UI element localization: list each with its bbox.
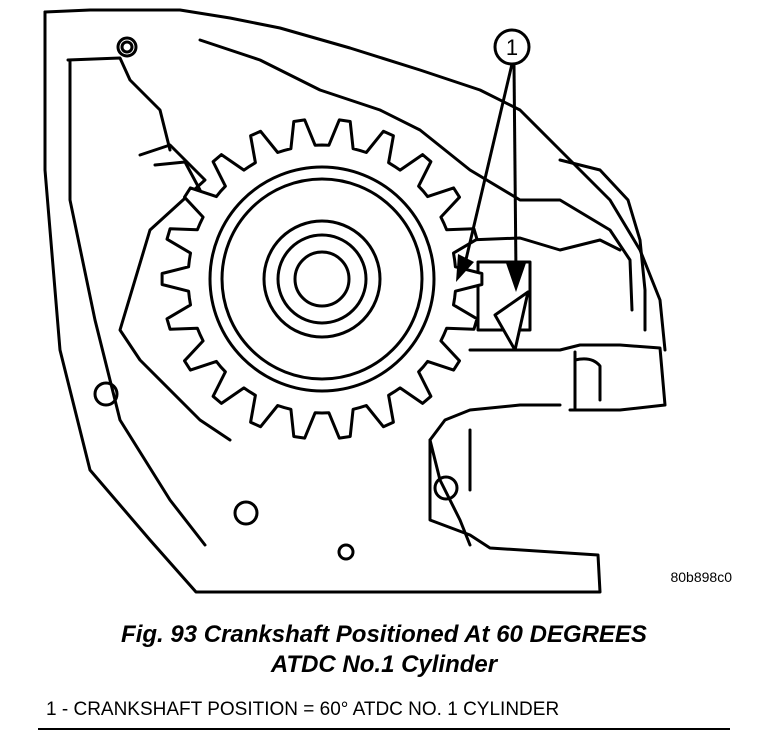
bolt-hole-top [116, 36, 138, 58]
legend-text: CRANKSHAFT POSITION = 60° ATDC NO. 1 CYL… [73, 699, 560, 720]
callout-leader-left [462, 63, 514, 269]
timing-pointer-triangle [493, 290, 530, 352]
figure-caption: Fig. 93 Crankshaft Positioned At 60 DEGR… [0, 620, 768, 680]
legend-number: 1 [46, 699, 57, 720]
callout-arrowheads [456, 254, 526, 292]
bolt-hole-top-inner [120, 40, 134, 54]
crankshaft-sprocket-diagram: 1 [43, 8, 667, 594]
sprocket-bore-inner [293, 250, 351, 308]
bolt-hole-lower-mid [337, 543, 355, 561]
caption-line-2: ATDC No.1 Cylinder [270, 651, 498, 678]
guide-plate-inner [153, 160, 202, 192]
bolt-hole-lower-left [233, 500, 259, 526]
sprocket-bore-middle [276, 233, 368, 325]
crankshaft-sprocket [160, 118, 484, 440]
housing-lower [428, 438, 472, 547]
housing-upper [466, 236, 622, 252]
arrowhead-left-icon [456, 254, 474, 282]
housing-arm-cap2 [573, 357, 602, 402]
timing-pointer-body [476, 260, 532, 332]
bolt-hole-lower-right [433, 475, 459, 501]
caption-line-1: Fig. 93 Crankshaft Positioned At 60 DEGR… [121, 621, 647, 648]
callout-1 [462, 28, 531, 276]
sprocket-hub-ring [220, 177, 424, 381]
image-code: 80b898c0 [670, 569, 732, 585]
bolt-hole-left [93, 381, 119, 407]
arrowhead-right-icon [506, 263, 526, 292]
cover-inner-edge [66, 56, 172, 152]
sprocket-bore-outer [262, 219, 382, 339]
callout-leader-right [512, 63, 518, 276]
guide-plate [118, 143, 232, 442]
sprocket-hub-outer [208, 165, 436, 393]
block-rib [198, 38, 634, 312]
cover-top-edge [43, 8, 667, 352]
housing-arm [468, 343, 667, 412]
side-flange [68, 58, 207, 547]
bottom-rule [38, 728, 730, 730]
legend-item: 1 - CRANKSHAFT POSITION = 60° ATDC NO. 1… [46, 699, 559, 721]
legend-separator: - [56, 699, 74, 720]
block-rib-2 [558, 158, 647, 332]
engine-block-outline [43, 10, 602, 594]
callout-number: 1 [506, 35, 518, 60]
